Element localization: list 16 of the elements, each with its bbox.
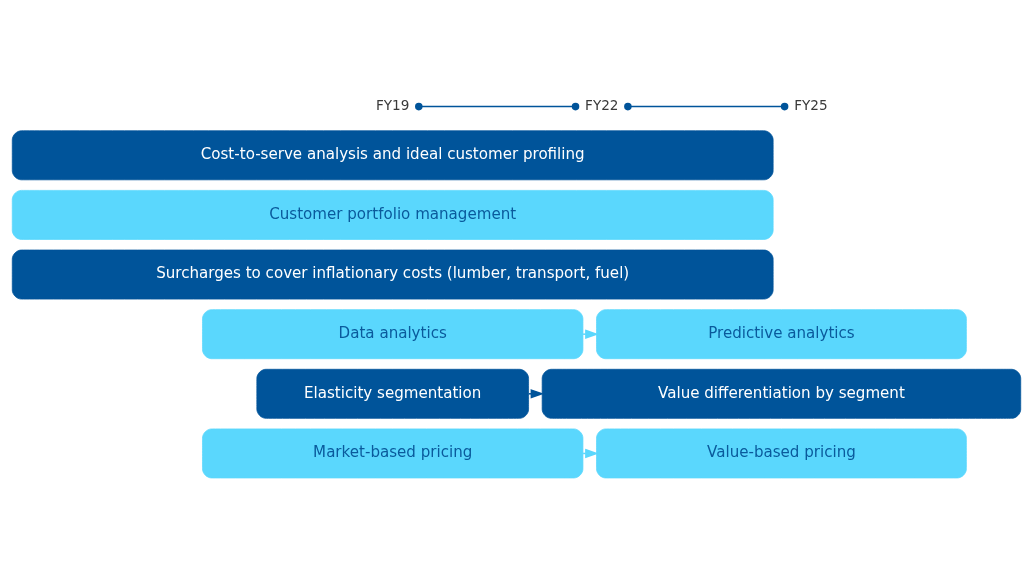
node-box: Predictive analytics bbox=[596, 308, 967, 359]
node-box: Cost-to-serve analysis and ideal customer profiling bbox=[11, 129, 774, 180]
node-box: Surcharges to cover inflationary costs (lumber, transport, fuel) bbox=[11, 249, 774, 299]
node-box: Customer portfolio management bbox=[11, 189, 774, 240]
node-text: FY22 bbox=[585, 96, 619, 113]
node-box: Elasticity segmentation bbox=[256, 368, 529, 419]
node-text: FY19 bbox=[376, 96, 410, 113]
arrow bbox=[582, 328, 599, 339]
node-text: FY25 bbox=[794, 96, 828, 113]
node-box: Value differentiation by segment bbox=[541, 368, 1022, 419]
node-box: Data analytics bbox=[202, 308, 584, 359]
node-box: Value-based pricing bbox=[596, 428, 967, 478]
connector bbox=[624, 102, 789, 110]
connector bbox=[415, 102, 580, 110]
node-box: Market-based pricing bbox=[202, 428, 584, 478]
arrow bbox=[527, 388, 545, 399]
